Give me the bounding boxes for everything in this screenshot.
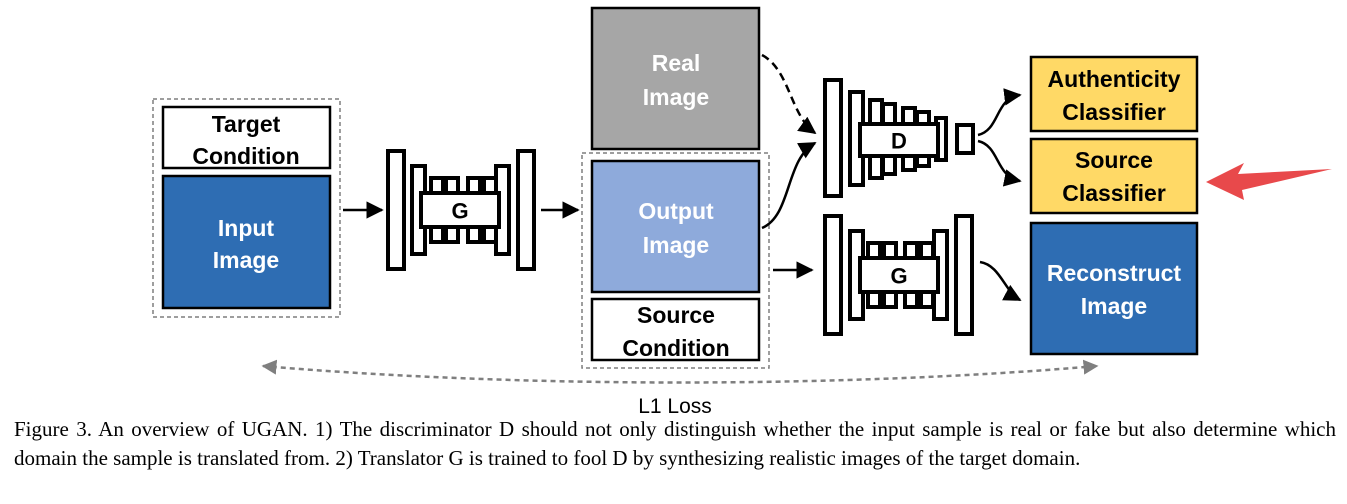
- source-condition-label-line2: Condition: [622, 335, 729, 361]
- discriminator-label: D: [891, 129, 907, 154]
- input-group-frame: [152, 98, 341, 318]
- output-group-frame: [581, 152, 770, 369]
- arrow-real-to-discriminator: [761, 53, 817, 135]
- target-condition-box: Target Condition: [161, 105, 332, 170]
- real-image-box: Real Image: [590, 6, 761, 151]
- real-image-label-line2: Image: [643, 84, 709, 110]
- discriminator-network: [823, 78, 975, 198]
- reconstruct-generator-network: [823, 214, 974, 336]
- source-classifier-label-line2: Classifier: [1062, 180, 1166, 206]
- output-image-label-line1: Output: [638, 198, 714, 224]
- arrow-discriminator-to-source-classifier: [977, 139, 1022, 187]
- reconstruct-generator-label: G: [890, 264, 907, 289]
- reconstruct-image-label-line2: Image: [1081, 293, 1147, 319]
- output-image-label-line2: Image: [643, 232, 709, 258]
- source-condition-box: Source Condition: [590, 297, 761, 362]
- source-condition-label-line1: Source: [637, 302, 715, 328]
- generator-network: [386, 149, 536, 271]
- arrow-output-to-discriminator: [761, 141, 817, 230]
- reconstruct-image-label-line1: Reconstruct: [1047, 260, 1182, 286]
- generator-label: G: [451, 199, 468, 224]
- arrow-generator-to-reconstruct: [979, 260, 1022, 302]
- authenticity-classifier-label-line1: Authenticity: [1048, 66, 1181, 92]
- input-image-label-line1: Input: [218, 215, 275, 241]
- authenticity-classifier-label-line2: Classifier: [1062, 99, 1166, 125]
- output-image-box: Output Image: [590, 159, 761, 294]
- source-classifier-label-line1: Source: [1075, 147, 1153, 173]
- target-condition-label-line2: Condition: [192, 143, 299, 169]
- target-condition-label-line1: Target: [212, 111, 281, 137]
- l1-loss-arrow: [261, 359, 1099, 384]
- figure-caption: Figure 3. An overview of UGAN. 1) The di…: [14, 417, 1336, 470]
- input-image-box: Input Image: [161, 174, 332, 310]
- l1-loss-label: L1 Loss: [638, 395, 712, 418]
- arrow-discriminator-to-authenticity: [977, 88, 1022, 137]
- source-classifier-box: Source Classifier: [1029, 137, 1199, 215]
- input-image-label-line2: Image: [213, 247, 279, 273]
- real-image-label-line1: Real: [652, 50, 701, 76]
- reconstruct-image-box: Reconstruct Image: [1029, 221, 1199, 356]
- red-pointer-arrow: [1206, 163, 1332, 200]
- authenticity-classifier-box: Authenticity Classifier: [1029, 55, 1199, 133]
